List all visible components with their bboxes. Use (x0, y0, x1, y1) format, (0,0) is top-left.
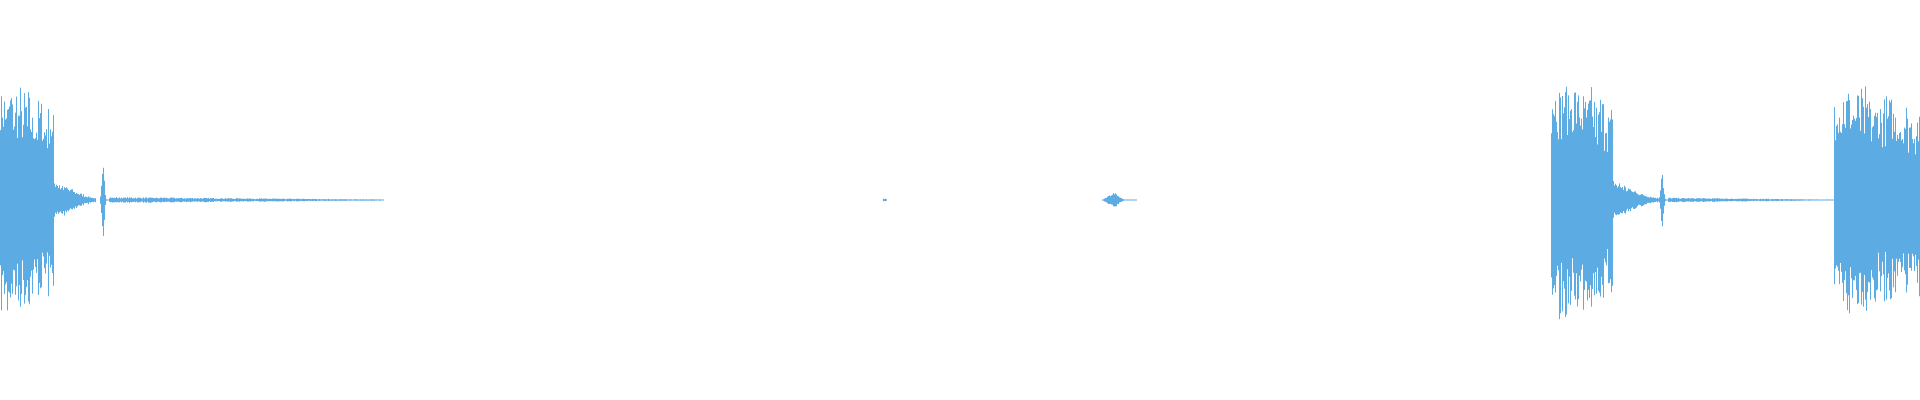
waveform-channel (0, 86, 1920, 320)
waveform-trace (0, 86, 1920, 320)
